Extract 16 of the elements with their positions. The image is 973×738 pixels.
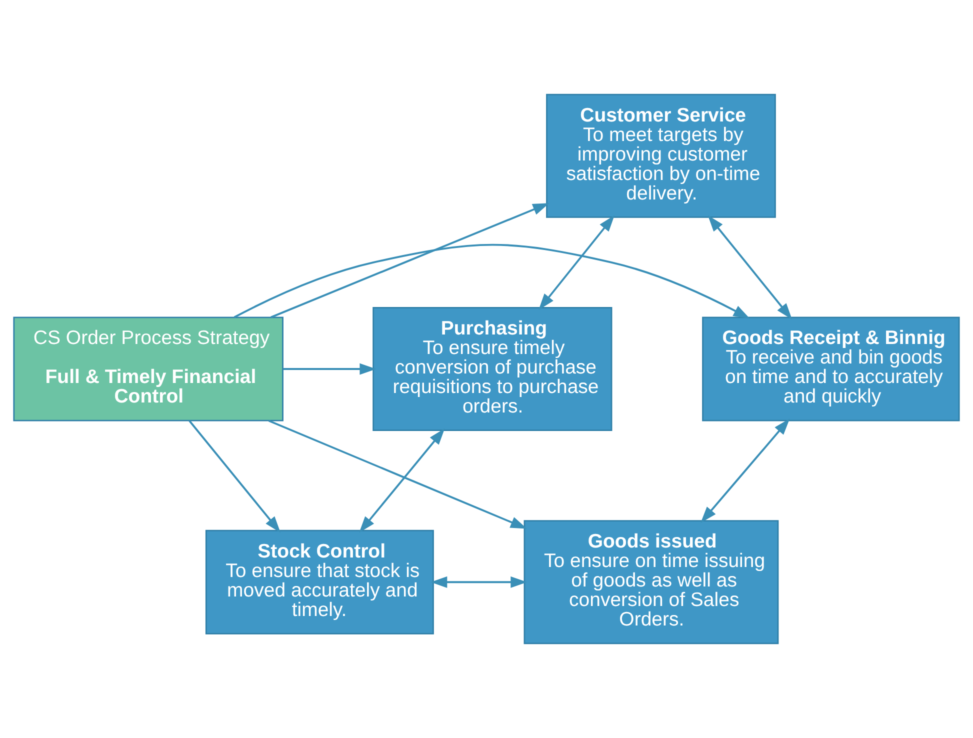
- node-box: Purchasing To ensure timely conversion of purchase requisitions to purchase orders.: [372, 307, 612, 431]
- arrow: [270, 203, 550, 318]
- arrow: [700, 418, 790, 523]
- arrow: [268, 420, 528, 529]
- arrow: [188, 420, 281, 533]
- node-box: Customer Service To meet targets by improving customer satisfaction by on-time delivery.: [546, 94, 776, 218]
- arrow: [430, 576, 528, 588]
- arrow: [538, 215, 615, 310]
- node-box: CS Order Process Strategy Full & Timely Financial Control: [13, 316, 284, 422]
- node-box: Stock Control To ensure that stock is moved accurately and timely.: [205, 530, 434, 634]
- node-box: Goods Receipt & Binnig To receive and bin goods on time and to accurately and quickly: [702, 316, 960, 422]
- arrow: [283, 363, 376, 375]
- arrow: [708, 215, 792, 320]
- node-box: Goods issued To ensure on time issuing of goods as well as conversion of Sales Orders.: [524, 520, 779, 644]
- arrow: [359, 428, 445, 533]
- arrow: [234, 244, 750, 319]
